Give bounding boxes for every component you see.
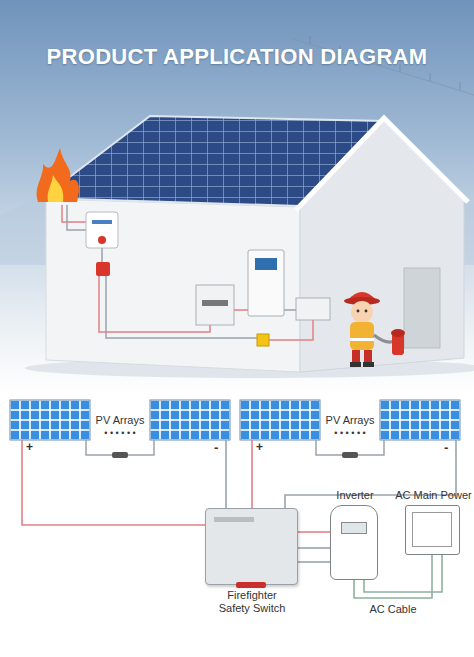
node-label: AC Main Power xyxy=(381,489,474,502)
dc-wire xyxy=(298,561,330,563)
leg xyxy=(364,350,372,363)
boot xyxy=(363,362,374,367)
solar-roof xyxy=(42,116,384,206)
node-label: Inverter xyxy=(311,489,399,502)
combiner-box xyxy=(196,285,234,325)
diagram-title: PRODUCT APPLICATION DIAGRAM xyxy=(0,44,474,70)
safety-switch-box: Firefighter Safety Switch xyxy=(205,508,298,585)
inverter-screen xyxy=(255,258,277,270)
positive-stub xyxy=(21,440,23,450)
sky-background xyxy=(0,0,474,395)
coat-stripe xyxy=(350,338,374,341)
device-detail xyxy=(214,517,254,522)
fire-core xyxy=(48,175,64,202)
pv-array-group: PV Arrays xyxy=(10,400,230,450)
roof-wire xyxy=(62,205,86,222)
house-front-wall xyxy=(46,199,300,372)
roof-trim xyxy=(296,118,468,210)
wire-connector xyxy=(22,450,205,525)
leg xyxy=(352,350,360,363)
rooftop-shutdown-box xyxy=(86,212,118,248)
wire-connector xyxy=(298,547,330,549)
device-detail xyxy=(412,512,452,547)
negative-wire xyxy=(225,440,227,508)
dc-wire xyxy=(298,531,330,533)
polarity-sign: + xyxy=(26,441,33,454)
node-label: PV Arrays xyxy=(240,414,460,427)
wall-wire xyxy=(234,309,248,311)
breakers xyxy=(202,300,228,306)
mc4-connector xyxy=(112,452,128,458)
mc4-connector xyxy=(342,452,358,458)
pv-panel xyxy=(380,400,460,440)
wall-wire xyxy=(99,276,210,332)
roof-wire xyxy=(67,205,86,230)
hydrant-cap xyxy=(391,329,405,337)
polarity-sign: - xyxy=(444,441,448,454)
fire-flame xyxy=(37,148,79,202)
wall-wire xyxy=(101,248,103,262)
edge-label: AC Cable xyxy=(369,603,416,615)
polarity-sign: - xyxy=(214,441,218,454)
eye xyxy=(357,310,360,313)
boot xyxy=(350,362,361,367)
wire-connector xyxy=(251,450,253,508)
door xyxy=(404,268,440,348)
device-detail xyxy=(341,522,367,534)
polarity-sign: + xyxy=(256,441,263,454)
continuation-dots: • • • • • • xyxy=(334,427,365,440)
ac-main-power-box: AC Main Power xyxy=(405,505,460,555)
node-label: Firefighter Safety Switch xyxy=(212,589,292,615)
wall-wire xyxy=(106,276,257,338)
box-knob xyxy=(98,236,106,244)
wall-wire xyxy=(284,309,296,311)
firefighter-coat xyxy=(350,322,374,350)
wall-inverter xyxy=(248,250,284,316)
safety-component xyxy=(96,262,110,276)
inverter-box: Inverter xyxy=(330,505,378,580)
positive-stub xyxy=(251,440,253,450)
firefighter-face xyxy=(351,301,373,323)
continuation-dots: • • • • • • xyxy=(104,427,135,440)
pv-panel xyxy=(240,400,320,440)
device-detail xyxy=(236,582,266,588)
pv-panel xyxy=(10,400,90,440)
pv-panel xyxy=(150,400,230,440)
junction xyxy=(257,334,269,346)
ac-box xyxy=(296,298,330,320)
wall-wire xyxy=(269,320,313,340)
box-logo xyxy=(92,220,112,224)
node-label: PV Arrays xyxy=(10,414,230,427)
eye xyxy=(365,310,368,313)
pv-array-group: PV Arrays xyxy=(240,400,460,450)
